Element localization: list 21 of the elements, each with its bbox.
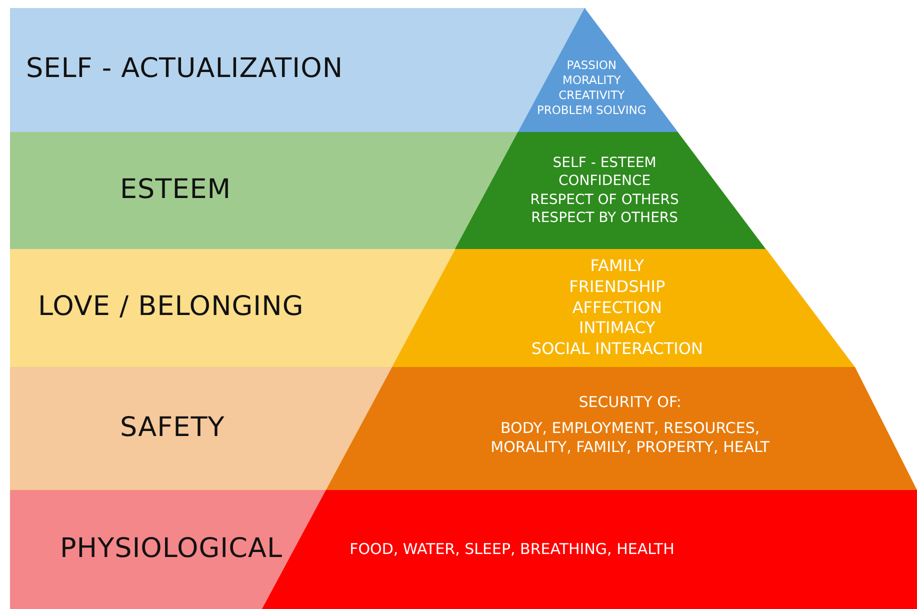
need-label: SECURITY OF: xyxy=(578,393,682,413)
need-label: SELF - ESTEEM xyxy=(552,154,656,172)
need-label: PASSION xyxy=(566,58,616,74)
need-label: INTIMACY xyxy=(579,318,656,340)
need-label: FOOD, WATER, SLEEP, BREATHING, HEALTH xyxy=(350,540,674,560)
need-label: FRIENDSHIP xyxy=(569,276,666,298)
level-title: SELF - ACTUALIZATION xyxy=(26,53,344,84)
need-label: FAMILY xyxy=(590,256,644,277)
level-title: SAFETY xyxy=(120,412,225,442)
need-label: CONFIDENCE xyxy=(558,172,651,190)
need-label: CREATIVITY xyxy=(558,88,625,103)
need-label: SOCIAL INTERACTION xyxy=(531,339,703,360)
need-label: MORALITY xyxy=(562,73,621,88)
level-title: PHYSIOLOGICAL xyxy=(60,532,283,564)
level-title: LOVE / BELONGING xyxy=(38,291,304,322)
need-label: RESPECT OF OTHERS xyxy=(530,190,679,209)
level-title: ESTEEM xyxy=(120,174,232,204)
need-label: BODY, EMPLOYMENT, RESOURCES, MORALITY, FAMILY, PROPERTY, HEALT xyxy=(490,418,771,458)
need-label: PROBLEM SOLVING xyxy=(536,102,646,118)
need-label: RESPECT BY OTHERS xyxy=(531,208,678,227)
need-label: AFFECTION xyxy=(572,298,662,318)
